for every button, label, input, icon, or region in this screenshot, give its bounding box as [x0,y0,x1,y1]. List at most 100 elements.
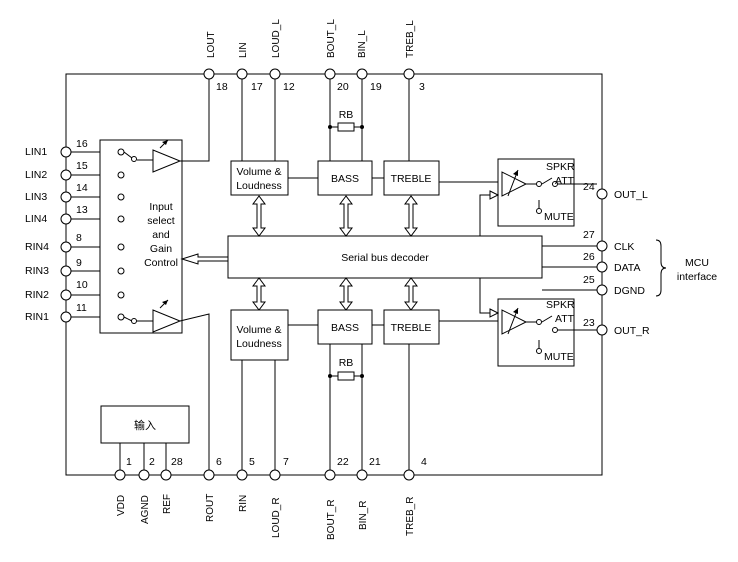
svg-text:ATT: ATT [555,313,575,325]
svg-text:Loudness: Loudness [236,338,282,350]
pin-circle [203,469,215,481]
bass-block-left [317,160,373,196]
pin-label-bin-l: BIN_L [357,30,368,58]
svg-text:Volume &: Volume & [237,166,282,178]
pin-label-bout-r: BOUT_R [326,499,337,540]
resistor-rb-right [337,371,355,381]
pin-circle [596,324,608,336]
pin-label-bout-l: BOUT_L [326,19,337,58]
arrow-to-input-select [180,253,229,265]
top-pin-bin-l: BIN_L 19 [356,30,382,93]
pin-number: 3 [419,81,425,93]
svg-text:23: 23 [583,317,595,329]
pin-number: 16 [76,138,88,150]
pin-label-agnd: AGND [140,495,151,524]
bottom-pin-loud-r: 7 LOUD_R [269,456,289,538]
pin-circle [324,68,336,80]
pin-circle [596,188,608,200]
pin-circle [324,469,336,481]
pin-label-ref: REF [162,494,173,514]
pin-circle [60,265,72,277]
pin-label-treb-r: TREB_R [405,497,416,536]
pin-number: 9 [76,257,82,269]
pin-label-out-l: OUT_L [614,189,648,201]
pin-circle [236,469,248,481]
treble-block-left [383,160,440,196]
pin-label-loud-l: LOUD_L [271,19,282,58]
svg-text:25: 25 [583,274,595,286]
pin-number: 15 [76,160,88,172]
svg-text:SPKR: SPKR [546,161,575,173]
pin-number: 22 [337,456,349,468]
pin-number: 21 [369,456,381,468]
spkr-att-block-right [497,298,575,367]
pin-number: 5 [249,456,255,468]
pin-number: 8 [76,232,82,244]
power-block-label: 输入 [134,418,156,432]
pin-number: 11 [76,302,87,314]
pin-number: 13 [76,204,88,216]
pin-label-rin: RIN [238,495,249,512]
pin-circle [403,68,415,80]
pin-circle [596,284,608,296]
svg-text:Gain: Gain [150,243,172,255]
svg-text:TREBLE: TREBLE [391,173,432,185]
svg-text:Loudness: Loudness [236,180,282,192]
pin-label-dgnd: DGND [614,285,645,297]
pin-number: 14 [76,182,88,194]
resistor-rb-left [337,122,355,132]
svg-text:TREBLE: TREBLE [391,322,432,334]
pin-label-lin2: LIN2 [25,169,47,181]
pin-circle [114,469,126,481]
pin-label-treb-l: TREB_L [405,20,416,58]
pin-number: 28 [171,456,183,468]
pin-number: 4 [421,456,427,468]
svg-text:and: and [152,229,170,241]
svg-text:Volume &: Volume & [237,324,282,336]
pin-number: 2 [149,456,155,468]
svg-text:Serial bus decoder: Serial bus decoder [341,252,429,264]
top-pin-treb-l: TREB_L 3 [403,20,425,93]
mcu-brace [655,239,667,297]
pin-circle [60,213,72,225]
pin-circle [356,469,368,481]
svg-text:26: 26 [583,251,595,263]
wire-rout [179,313,210,470]
pin-circle [236,68,248,80]
pin-label-rout: ROUT [205,494,216,522]
bus-arrows-top [252,195,418,237]
input-select-label: Input select and Gain Control [144,201,178,269]
pin-circle [269,469,281,481]
left-pins: LIN1 16 LIN2 15 LIN3 14 LIN4 13 RIN4 8 R… [25,138,88,323]
pin-circle [60,311,72,323]
pin-number: 19 [370,81,382,93]
bus-arrows-bottom [252,277,418,311]
output-amplifier-right [501,309,528,335]
pin-label-data: DATA [614,262,640,274]
pin-number: 7 [283,456,289,468]
pin-label-lout: LOUT [206,31,217,58]
pin-label-bin-r: BIN_R [358,501,369,530]
pin-label-rin2: RIN2 [25,289,49,301]
pin-label-loud-r: LOUD_R [271,497,282,538]
gain-amplifier-left [152,149,182,173]
pin-label-rin3: RIN3 [25,265,49,277]
bass-block-right [317,309,373,345]
gain-amplifier-right [152,309,182,333]
bottom-pin-bout-r: 22 BOUT_R [324,456,349,540]
pin-circle [138,469,150,481]
pin-number: 18 [216,81,228,93]
pin-circle [60,191,72,203]
pin-label-out-r: OUT_R [614,325,650,337]
treble-block-right [383,309,440,345]
rb-label-left: RB [339,109,354,121]
mute-label-left: MUTE [544,211,574,223]
pin-circle [269,68,281,80]
pin-circle [596,240,608,252]
pin-circle [60,169,72,181]
output-amplifier-left [501,171,528,197]
input-select-switches [117,148,153,324]
pin-number: 20 [337,81,349,93]
pin-circle [203,68,215,80]
